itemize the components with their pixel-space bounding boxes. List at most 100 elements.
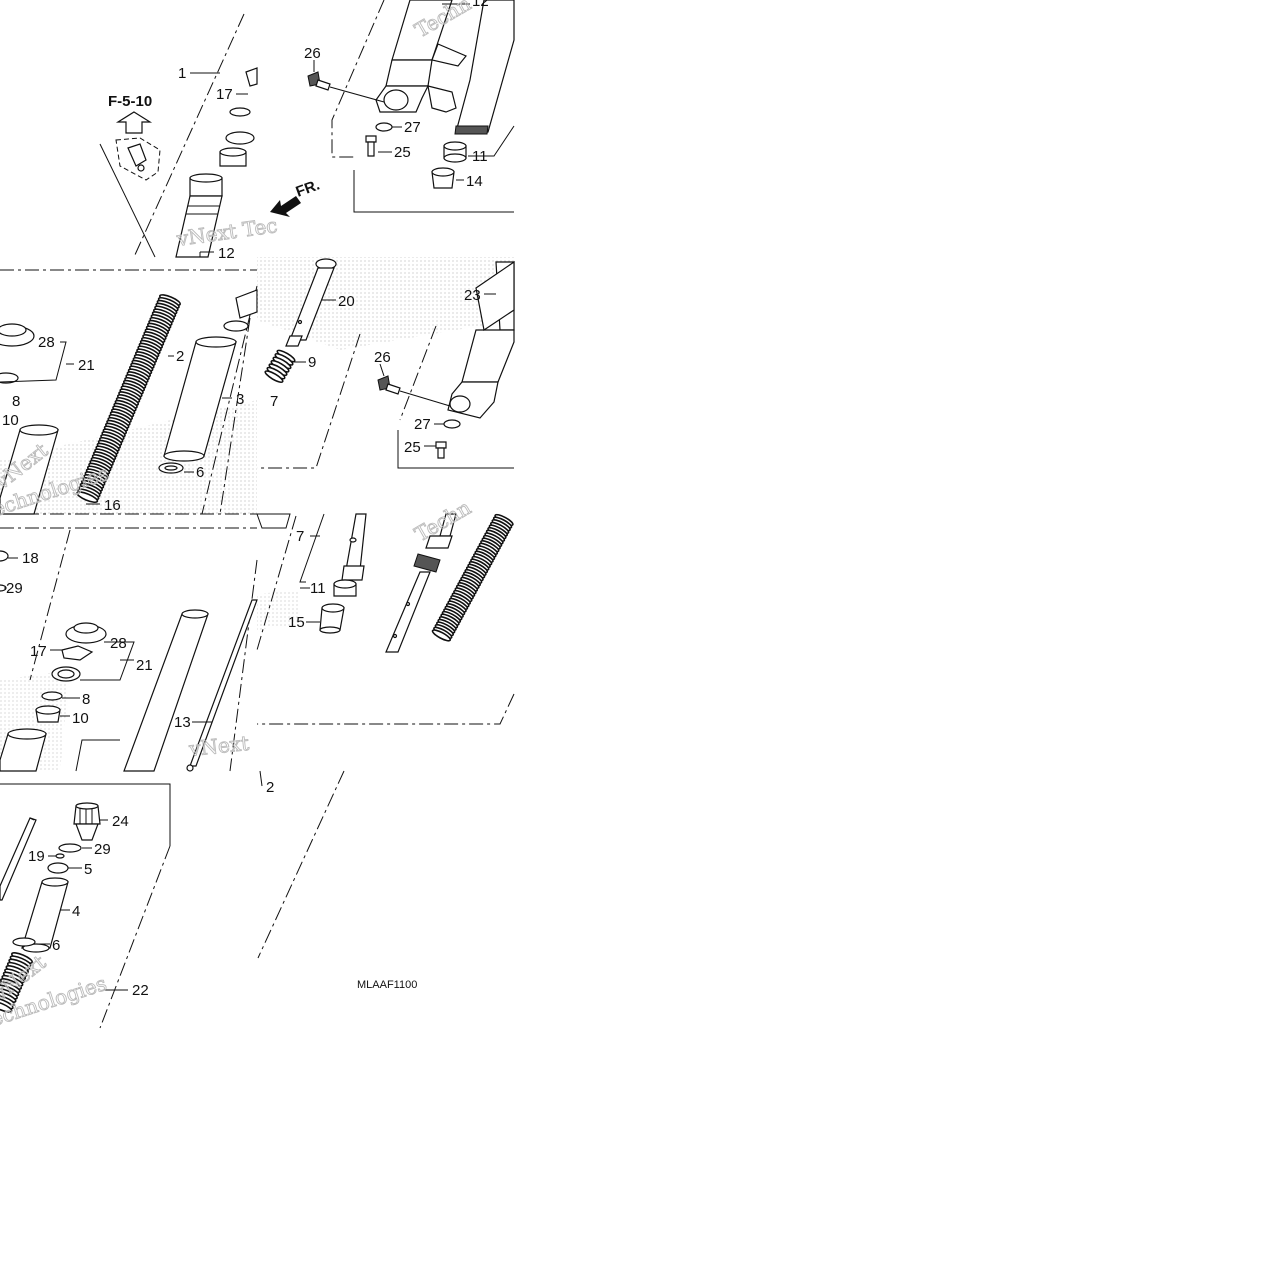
- damper-adjuster: [223, 289, 258, 332]
- outer-tube: [375, 0, 467, 113]
- callout-10: 10: [2, 412, 19, 429]
- tile-8-code-area: 2 MLAAF1100: [257, 770, 417, 991]
- callout-22: 22: [132, 982, 149, 999]
- cartridge-rod: [0, 817, 37, 901]
- guide-bushing: [443, 141, 467, 163]
- callout-29: 29: [6, 580, 23, 597]
- callout-11: 11: [472, 148, 488, 165]
- washer-19: [55, 853, 65, 859]
- callout-2: 2: [266, 779, 274, 796]
- spring-coil: [431, 629, 452, 642]
- axle-bolt-2: [377, 375, 451, 407]
- tile-5-left-fork-area: vNext 18 29 28 17 21 8 10 13: [0, 527, 258, 772]
- up-arrow-icon: [115, 111, 153, 134]
- bracket-part: [127, 143, 147, 172]
- collar-4: [21, 877, 69, 953]
- callout-7: 7: [296, 528, 304, 545]
- rebound-spring: [264, 349, 296, 383]
- damper-cartridge: [385, 513, 457, 653]
- callout-21: 21: [136, 657, 153, 674]
- callout-2: 2: [176, 348, 184, 365]
- callout-17: 17: [30, 643, 47, 660]
- callout-28: 28: [110, 635, 127, 652]
- pinch-bolt: [365, 135, 377, 157]
- washer: [375, 122, 393, 132]
- fork-spring-right: [431, 513, 514, 642]
- tile-2-lower-leg-area: Techn 12 26 27 25 11 14: [304, 0, 515, 213]
- callout-23: 23: [464, 287, 481, 304]
- callout-17: 17: [216, 86, 233, 103]
- callout-6: 6: [196, 464, 204, 481]
- callout-8: 8: [82, 691, 90, 708]
- spring-coil: [76, 491, 99, 504]
- callout-14: 14: [466, 173, 483, 190]
- tile-1-fork-cap-area: vNext Tec F-5-10 1 17 12: [0, 0, 301, 262]
- callout-25: 25: [404, 439, 421, 456]
- callout-24: 24: [112, 813, 129, 830]
- fork-spring: [76, 294, 182, 504]
- callout-12: 12: [218, 245, 235, 262]
- tile-4-damper-area: 20 9 7 23 26 27 25: [257, 257, 515, 469]
- callout-6: 6: [52, 937, 60, 954]
- callout-4: 4: [72, 903, 80, 920]
- tile-6-right-fork-area: Techn 7 11 15: [256, 495, 515, 725]
- callout-8: 8: [12, 393, 20, 410]
- fork-cap-28: [65, 622, 107, 644]
- callout-12: 12: [472, 0, 489, 10]
- tile-7-damper-kit-area: vNext Technologies 24 29 19 5 4 6 22: [0, 783, 171, 1035]
- callout-10: 10: [72, 710, 89, 727]
- oil-seal: [225, 131, 255, 145]
- callout-28: 28: [38, 334, 55, 351]
- spring-coil: [264, 370, 284, 383]
- callout-19: 19: [28, 848, 45, 865]
- circlip-17: [61, 645, 94, 661]
- washer-6b: [12, 937, 36, 947]
- outer-tube-23: [447, 260, 515, 419]
- axle-bolt: [307, 71, 385, 103]
- washer-27: [443, 419, 461, 429]
- reference-label: F-5-10: [108, 93, 152, 110]
- callout-13: 13: [174, 714, 191, 731]
- drawing-code: MLAAF1100: [357, 979, 417, 991]
- spring-coil: [0, 1000, 13, 1013]
- callout-9: 9: [308, 354, 316, 371]
- spring-collar: [163, 336, 237, 462]
- front-direction-arrow: [270, 196, 301, 217]
- pinch-bolt-25: [435, 441, 447, 459]
- tile-3-spring-area: vNext Technologies 28 21 2 8 10 3 6 16: [0, 269, 258, 525]
- callout-11: 11: [310, 580, 326, 597]
- callout-3: 3: [236, 391, 244, 408]
- callout-15: 15: [288, 614, 305, 631]
- callout-16: 16: [104, 497, 121, 514]
- fork-spring-kit: [0, 952, 34, 1013]
- callout-7: 7: [270, 393, 278, 410]
- damper-rod-13: [186, 599, 258, 772]
- bushing-10: [35, 705, 61, 723]
- inner-tube: [454, 0, 515, 135]
- callout-29: 29: [94, 841, 111, 858]
- o-ring-29: [58, 843, 82, 853]
- fork-bolt-cap: [0, 323, 35, 347]
- callout-26: 26: [374, 349, 391, 366]
- callout-21: 21: [78, 357, 95, 374]
- guide-bushing-11: [333, 579, 357, 597]
- fork-pipe-long: [123, 609, 209, 772]
- slide-bushing-15: [319, 603, 345, 634]
- callout-27: 27: [414, 416, 431, 433]
- slide-bushing-14: [431, 167, 455, 189]
- back-up-ring-8: [41, 691, 63, 701]
- callout-1: 1: [178, 65, 186, 82]
- adjuster-24: [73, 802, 101, 841]
- callout-5: 5: [84, 861, 92, 878]
- fork-tube-top: [175, 173, 223, 258]
- front-label: FR.: [294, 177, 323, 201]
- callout-27: 27: [404, 119, 421, 136]
- callout-20: 20: [338, 293, 355, 310]
- inner-tube-top: [0, 728, 47, 772]
- callout-26: 26: [304, 45, 321, 62]
- callout-25: 25: [394, 144, 411, 161]
- inner-tube-right: [341, 513, 367, 581]
- back-up-ring: [229, 107, 251, 117]
- callout-18: 18: [22, 550, 39, 567]
